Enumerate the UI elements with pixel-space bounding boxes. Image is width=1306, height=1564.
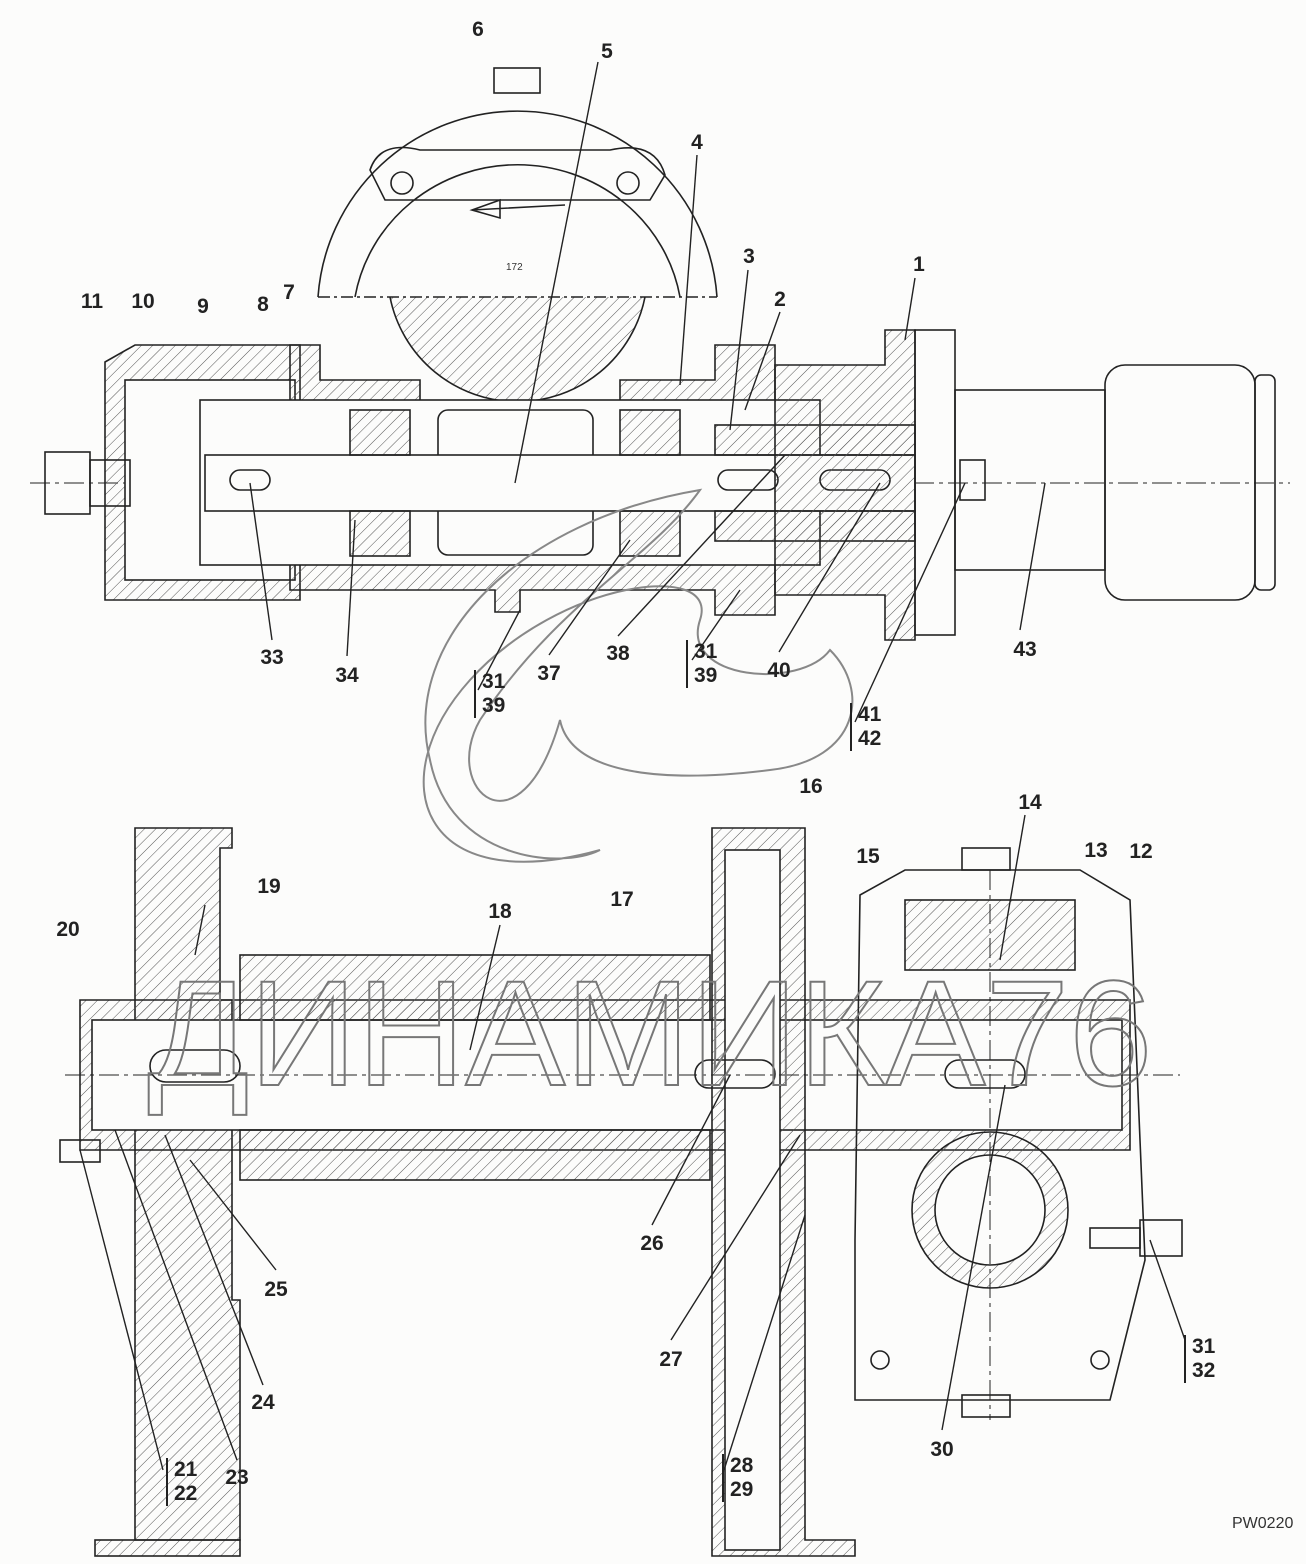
part-label-26: 26 [640, 1232, 664, 1255]
watermark-swirl [422, 488, 854, 863]
part-label-12: 12 [1129, 840, 1153, 863]
part-label-14: 14 [1018, 791, 1042, 814]
housing-marking: 172 [506, 262, 523, 273]
part-label-13: 13 [1084, 839, 1108, 862]
part-label-43: 43 [1013, 638, 1037, 661]
part-label-19: 19 [257, 875, 281, 898]
part-label-2: 2 [774, 288, 786, 311]
part-label-38: 38 [606, 642, 630, 665]
part-label-37: 37 [537, 662, 561, 685]
gearbox-side-view [59, 827, 1183, 1557]
part-label-9: 9 [197, 295, 209, 318]
part-label-10: 10 [131, 290, 155, 313]
part-label-20: 20 [56, 918, 80, 941]
leader-lines [79, 61, 1186, 1471]
part-label-34: 34 [335, 664, 359, 687]
part-label-18: 18 [488, 900, 512, 923]
part-label-3: 3 [743, 245, 755, 268]
part-label-5: 5 [601, 40, 613, 63]
part-label-1: 1 [913, 253, 925, 276]
part-label-30: 30 [930, 1438, 954, 1461]
part-label-4: 4 [691, 131, 703, 154]
watermark-text: ДИНАМИКА76 [148, 949, 1153, 1117]
part-label-33: 33 [260, 646, 284, 669]
part-label-24: 24 [251, 1391, 275, 1414]
part-label-40: 40 [767, 659, 791, 682]
part-label-7: 7 [283, 281, 295, 304]
gearbox-top-view [30, 67, 1290, 641]
part-label-15: 15 [856, 845, 880, 868]
part-label-23: 23 [225, 1466, 249, 1489]
part-label-25: 25 [264, 1278, 288, 1301]
part-label-17: 17 [610, 888, 634, 911]
part-label-6: 6 [472, 18, 484, 41]
part-label-16: 16 [799, 775, 823, 798]
part-label-8: 8 [257, 293, 269, 316]
part-label-27: 27 [659, 1348, 683, 1371]
part-label-11: 11 [80, 290, 104, 313]
drawing-code: PW0220 [1232, 1515, 1294, 1532]
